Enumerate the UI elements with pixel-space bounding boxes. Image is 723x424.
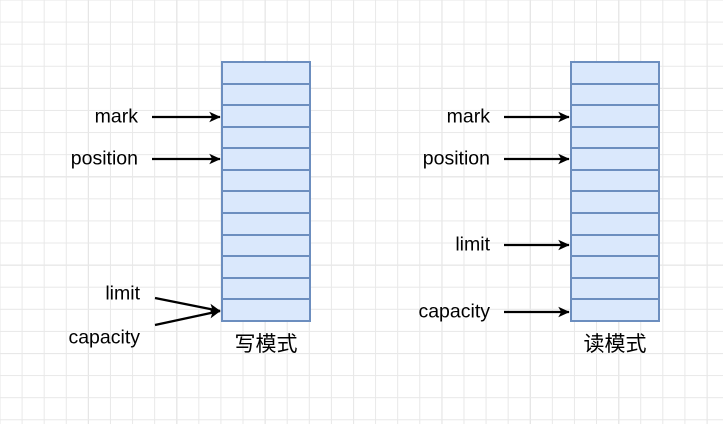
buffer-cell [223, 63, 309, 85]
buffer-read-mode [570, 61, 660, 322]
buffer-cell [572, 192, 658, 215]
buffer-cell [572, 84, 658, 107]
buffer-cell [572, 170, 658, 193]
buffer-cell [223, 170, 309, 193]
pointer-label-capacity-read: capacity [418, 300, 490, 323]
buffer-cell [572, 127, 658, 150]
buffer-cell [223, 300, 309, 320]
buffer-cell [572, 214, 658, 236]
buffer-cell [223, 149, 309, 171]
pointer-label-capacity-write: capacity [68, 326, 140, 349]
pointer-label-position-write: position [70, 147, 138, 170]
buffer-cell [223, 278, 309, 301]
buffer-cell [223, 214, 309, 236]
buffer-cell [572, 235, 658, 258]
mode-label-read: 读模式 [583, 333, 647, 356]
buffer-cell [223, 127, 309, 150]
pointer-label-position-read: position [422, 147, 490, 170]
buffer-cell [223, 257, 309, 279]
pointer-label-limit-read: limit [455, 233, 490, 256]
buffer-cell [572, 257, 658, 279]
buffer-cell [572, 63, 658, 85]
buffer-cell [223, 235, 309, 258]
buffer-cell [223, 192, 309, 215]
pointer-label-mark-read: mark [446, 105, 490, 128]
buffer-write-mode [221, 61, 311, 322]
buffer-cell [572, 106, 658, 128]
pointer-label-mark-write: mark [94, 105, 138, 128]
pointer-label-limit-write: limit [105, 282, 140, 305]
mode-label-write: 写模式 [234, 333, 298, 356]
buffer-cell [223, 84, 309, 107]
buffer-cell [572, 300, 658, 320]
buffer-cell [223, 106, 309, 128]
buffer-cell [572, 149, 658, 171]
buffer-cell [572, 278, 658, 301]
